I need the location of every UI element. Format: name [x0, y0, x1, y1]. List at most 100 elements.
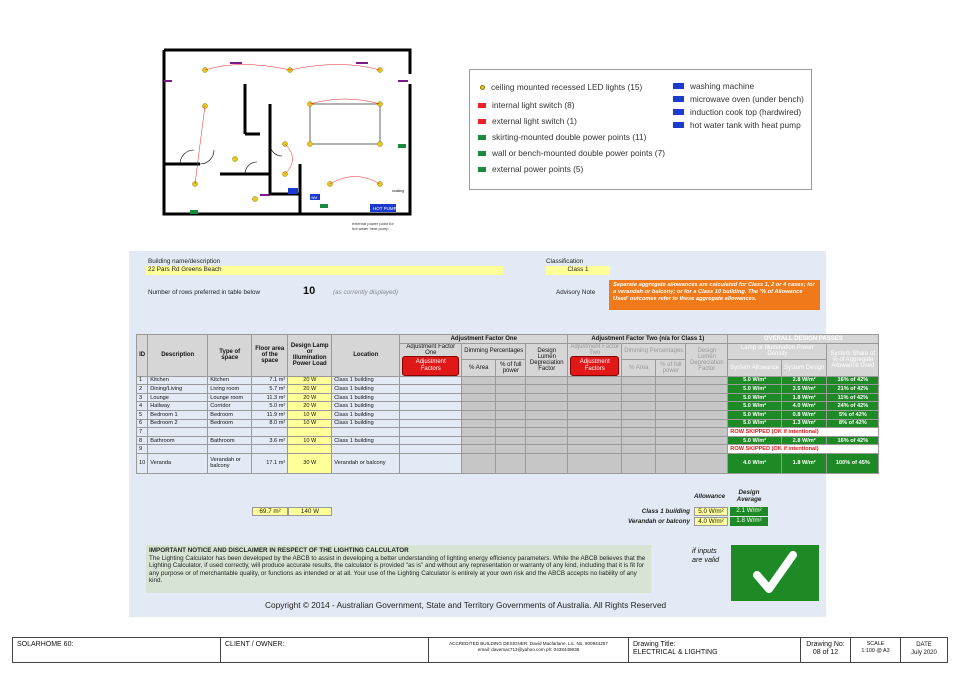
- lumen-cell[interactable]: [525, 392, 569, 403]
- row-skipped: ROW SKIPPED (OK if intentional): [727, 427, 880, 437]
- lumen-cell[interactable]: [525, 435, 569, 446]
- pct-full-cell[interactable]: [495, 427, 527, 437]
- pct-full-cell[interactable]: [495, 392, 527, 403]
- pct-full-cell[interactable]: [495, 401, 527, 411]
- location-cell: Class 1 building: [331, 435, 401, 446]
- lamp-cell[interactable]: 20 W: [287, 392, 333, 403]
- lumen-cell[interactable]: [525, 401, 569, 411]
- floor-plan: HOT PUMP WM cooking: [162, 48, 412, 216]
- pct-area-cell[interactable]: [461, 384, 497, 394]
- pct-full-cell[interactable]: [495, 418, 527, 429]
- lumen-cell[interactable]: [525, 427, 569, 437]
- lumen-cell[interactable]: [525, 409, 569, 420]
- lamp-cell[interactable]: 10 W: [287, 418, 333, 429]
- desc-cell[interactable]: [147, 444, 209, 454]
- pct-full-cell[interactable]: [495, 409, 527, 420]
- lumen-cell[interactable]: [525, 418, 569, 429]
- type-cell[interactable]: Kitchen: [207, 375, 253, 386]
- type-cell[interactable]: Verandah or balcony: [207, 452, 253, 474]
- adj1-cell: [399, 401, 463, 411]
- lumen-cell[interactable]: [525, 384, 569, 394]
- desc-cell[interactable]: Kitchen: [147, 375, 209, 386]
- design-cell: 2.8 W/m²: [780, 375, 828, 386]
- lamp-cell[interactable]: 20 W: [287, 401, 333, 411]
- desc-cell[interactable]: Bedroom 1: [147, 409, 209, 420]
- lumen2-cell: [685, 392, 729, 403]
- desc-cell[interactable]: Bathroom: [147, 435, 209, 446]
- type-cell[interactable]: Bedroom: [207, 418, 253, 429]
- pct-area2-cell: [621, 409, 657, 420]
- type-cell[interactable]: Corridor: [207, 401, 253, 411]
- location-cell: Class 1 building: [331, 409, 401, 420]
- row-id: 2: [135, 384, 149, 394]
- desc-cell[interactable]: Hallway: [147, 401, 209, 411]
- lamp-cell[interactable]: [287, 444, 333, 454]
- design-cell: 3.5 W/m²: [780, 384, 828, 394]
- lumen2-cell: [685, 409, 729, 420]
- location-cell: Class 1 building: [331, 375, 401, 386]
- desc-cell[interactable]: Bedroom 2: [147, 418, 209, 429]
- lumen-cell[interactable]: [525, 444, 569, 454]
- pct-area-cell[interactable]: [461, 452, 497, 474]
- type-cell[interactable]: Living room: [207, 384, 253, 394]
- lamp-cell[interactable]: [287, 427, 333, 437]
- classification-input[interactable]: Class 1: [546, 266, 610, 275]
- type-cell[interactable]: [207, 444, 253, 454]
- pct-full2-cell: [655, 444, 687, 454]
- lumen-cell[interactable]: [525, 452, 569, 474]
- lamp-cell[interactable]: 30 W: [287, 452, 333, 474]
- adj2-cell: [567, 452, 623, 474]
- allowance-cell: 5.0 W/m²: [727, 409, 782, 420]
- location-cell: Class 1 building: [331, 401, 401, 411]
- disclaimer-body: The Lighting Calculator has been develop…: [149, 554, 646, 585]
- pct-area-header: % Area: [461, 359, 497, 377]
- type-cell[interactable]: Lounge room: [207, 392, 253, 403]
- location-cell: Verandah or balcony: [331, 452, 401, 474]
- adjustment-factors-button-2[interactable]: Adjustment Factors: [570, 355, 620, 376]
- pct-full-cell[interactable]: [495, 384, 527, 394]
- pct-full-cell[interactable]: [495, 452, 527, 474]
- lamp-cell[interactable]: 10 W: [287, 435, 333, 446]
- legend-item: washing machine: [673, 81, 754, 91]
- legend-item: external power points (5): [478, 164, 583, 174]
- pct-area-cell[interactable]: [461, 401, 497, 411]
- adj-two-cell: Adjustment Factor Two Adjustment Factors: [567, 342, 623, 377]
- client-owner: CLIENT / OWNER:: [221, 638, 429, 662]
- design-cell: 2.8 W/m²: [780, 435, 828, 446]
- external-power-point-icon: [478, 166, 486, 172]
- lamp-cell[interactable]: 10 W: [287, 409, 333, 420]
- pct-area-cell[interactable]: [461, 418, 497, 429]
- pct-full-cell[interactable]: [495, 375, 527, 386]
- pct-full-cell[interactable]: [495, 444, 527, 454]
- advisory-label: Advisory Note: [556, 289, 596, 296]
- pct-area-cell[interactable]: [461, 392, 497, 403]
- adj1-cell: [399, 375, 463, 386]
- design-cell: 1.8 W/m²: [780, 392, 828, 403]
- desc-cell[interactable]: Veranda: [147, 452, 209, 474]
- design-cell: 1.3 W/m²: [780, 418, 828, 429]
- lamp-cell[interactable]: 20 W: [287, 384, 333, 394]
- type-cell[interactable]: Bedroom: [207, 409, 253, 420]
- pct-area-cell[interactable]: [461, 444, 497, 454]
- share-cell: 24% of 42%: [826, 401, 880, 411]
- type-cell[interactable]: Bathroom: [207, 435, 253, 446]
- lumen-cell[interactable]: [525, 375, 569, 386]
- pct-area-cell[interactable]: [461, 375, 497, 386]
- legend-item: induction cook top (hardwired): [673, 107, 801, 117]
- rows-input[interactable]: 10: [303, 285, 316, 297]
- desc-cell[interactable]: [147, 427, 209, 437]
- pct-area-cell[interactable]: [461, 435, 497, 446]
- pct-area-cell[interactable]: [461, 427, 497, 437]
- pct-full-cell[interactable]: [495, 435, 527, 446]
- pct-area-cell[interactable]: [461, 409, 497, 420]
- desc-cell[interactable]: Lounge: [147, 392, 209, 403]
- adjustment-factors-button[interactable]: Adjustment Factors: [402, 355, 460, 376]
- lamp-cell[interactable]: 20 W: [287, 375, 333, 386]
- title-block: SOLARHOME 60: CLIENT / OWNER: ACCREDITED…: [12, 637, 948, 663]
- type-cell[interactable]: [207, 427, 253, 437]
- desc-cell[interactable]: Dining/Living: [147, 384, 209, 394]
- building-input[interactable]: 22 Pars Rd Greens Beach: [146, 266, 503, 275]
